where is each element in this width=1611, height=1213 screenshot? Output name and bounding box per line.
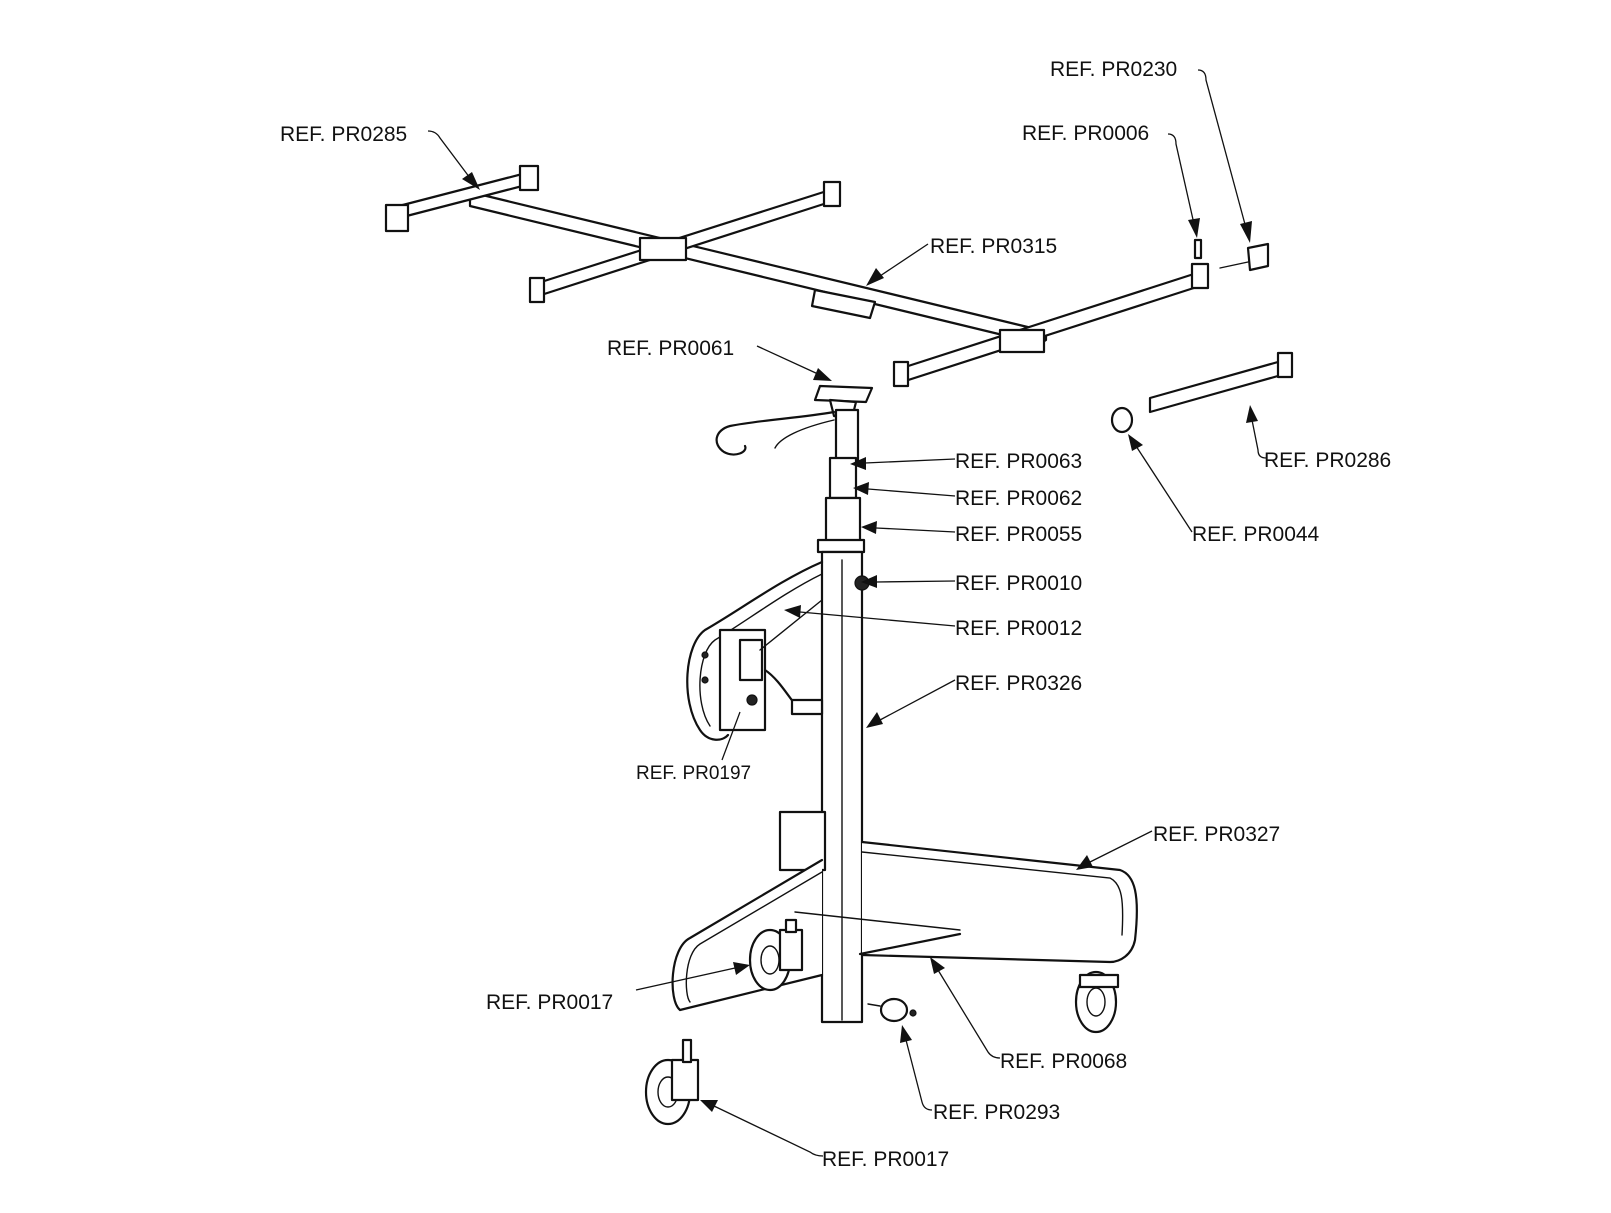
label-pr0061: REF. PR0061 [607,337,734,360]
foot-pad [867,997,917,1023]
caster-loose [644,1038,700,1126]
label-pr0327: REF. PR0327 [1153,823,1280,846]
label-pr0197: REF. PR0197 [636,763,751,784]
cross-frame [384,164,1294,434]
label-pr0285: REF. PR0285 [280,123,407,146]
caster-rear [1074,970,1120,1034]
label-pr0293: REF. PR0293 [933,1101,1060,1124]
lift-head [715,384,874,462]
label-pr0017-left: REF. PR0017 [486,991,613,1014]
label-pr0286: REF. PR0286 [1264,449,1391,472]
leaders [427,69,1267,1157]
label-pr0326: REF. PR0326 [955,672,1082,695]
label-pr0012: REF. PR0012 [955,617,1082,640]
winch-assembly [686,560,824,741]
label-pr0055: REF. PR0055 [955,523,1082,546]
label-pr0063: REF. PR0063 [955,450,1082,473]
caster-front-left [748,918,804,992]
label-pr0315: REF. PR0315 [930,235,1057,258]
label-pr0017-bottom: REF. PR0017 [822,1148,949,1171]
label-pr0044: REF. PR0044 [1192,523,1320,546]
label-pr0006: REF. PR0006 [1022,122,1149,145]
label-pr0068: REF. PR0068 [1000,1050,1127,1073]
mast [816,456,870,1024]
label-pr0010: REF. PR0010 [955,572,1082,595]
base-frame [671,810,1138,1012]
label-pr0230: REF. PR0230 [1050,58,1177,81]
label-pr0062: REF. PR0062 [955,487,1082,510]
